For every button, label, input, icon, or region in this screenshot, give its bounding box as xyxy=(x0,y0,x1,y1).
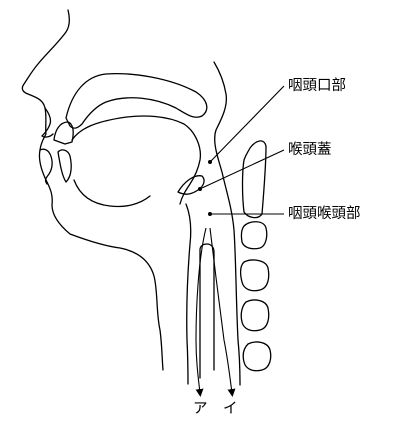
label-arrow-a: ア xyxy=(193,401,208,417)
leader-line-oropharynx xyxy=(209,85,285,163)
pointer-dot-epiglottis xyxy=(198,187,202,191)
tongue xyxy=(71,115,202,205)
pointer-dot-laryngopharynx xyxy=(208,212,212,216)
anterior-airway-wall xyxy=(185,203,192,385)
vertebra-c6 xyxy=(242,341,272,372)
vertebra-c2 xyxy=(241,140,267,219)
label-arrow-i: イ xyxy=(223,401,238,417)
airflow-arrow-i xyxy=(209,227,236,397)
lower-incisor xyxy=(57,149,72,183)
palate xyxy=(65,72,208,129)
face-profile-line xyxy=(21,9,164,371)
vertebra-c5 xyxy=(240,299,270,332)
vertebra-c3 xyxy=(240,221,268,250)
airflow-arrow-a xyxy=(195,227,207,397)
pointer-dot-oropharynx xyxy=(208,160,212,164)
vertebra-c4 xyxy=(240,259,270,292)
lower-lip xyxy=(39,148,53,185)
airway-tube xyxy=(199,243,215,379)
label-epiglottis: 喉頭蓋 xyxy=(288,142,332,158)
tongue-underside xyxy=(73,179,151,208)
epiglottis-shape xyxy=(177,175,205,195)
label-oropharynx: 咽頭口部 xyxy=(288,78,346,94)
leader-line-epiglottis xyxy=(201,149,285,189)
label-laryngopharynx: 咽頭喉頭部 xyxy=(288,206,361,222)
upper-lip xyxy=(41,107,54,138)
posterior-pharyngeal-wall xyxy=(213,61,241,386)
